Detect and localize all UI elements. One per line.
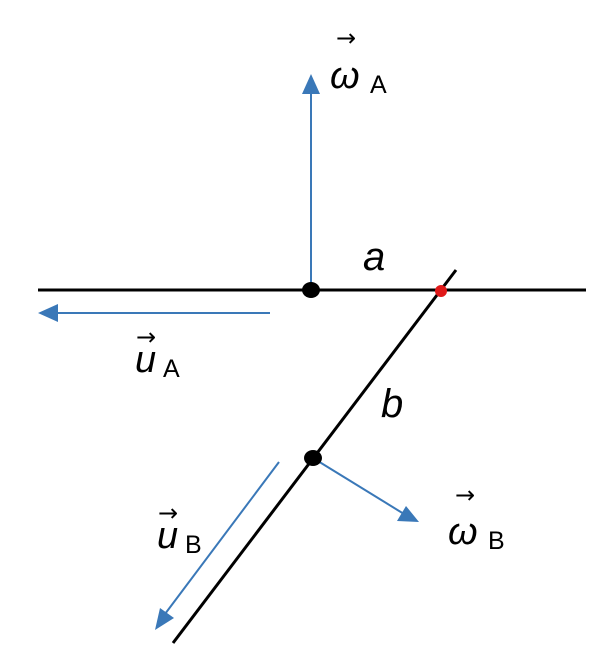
svg-text:A: A [163, 355, 180, 383]
label-omega-b: → ω B [448, 481, 505, 555]
omega-b-vector [312, 457, 419, 522]
label-u-a: → u A [135, 323, 180, 383]
svg-text:ω: ω [448, 511, 478, 553]
svg-text:u: u [157, 515, 178, 557]
u-a-vector [38, 304, 270, 322]
omega-a-vector [302, 74, 320, 290]
svg-text:→: → [336, 24, 356, 52]
label-u-b: → u B [157, 499, 202, 559]
u-b-vector [155, 461, 280, 630]
svg-text:→: → [136, 323, 156, 351]
svg-text:u: u [135, 339, 156, 381]
intersection-point [435, 285, 447, 297]
point-a-center [302, 282, 320, 298]
svg-text:B: B [185, 531, 202, 559]
svg-text:→: → [455, 481, 475, 509]
label-b: b [381, 382, 403, 426]
label-omega-a: → ω A [330, 24, 387, 99]
svg-text:→: → [158, 499, 178, 527]
label-a: a [363, 235, 385, 279]
svg-text:ω: ω [330, 55, 360, 97]
svg-text:B: B [488, 527, 505, 555]
point-b-center [304, 450, 322, 466]
svg-text:A: A [370, 71, 387, 99]
